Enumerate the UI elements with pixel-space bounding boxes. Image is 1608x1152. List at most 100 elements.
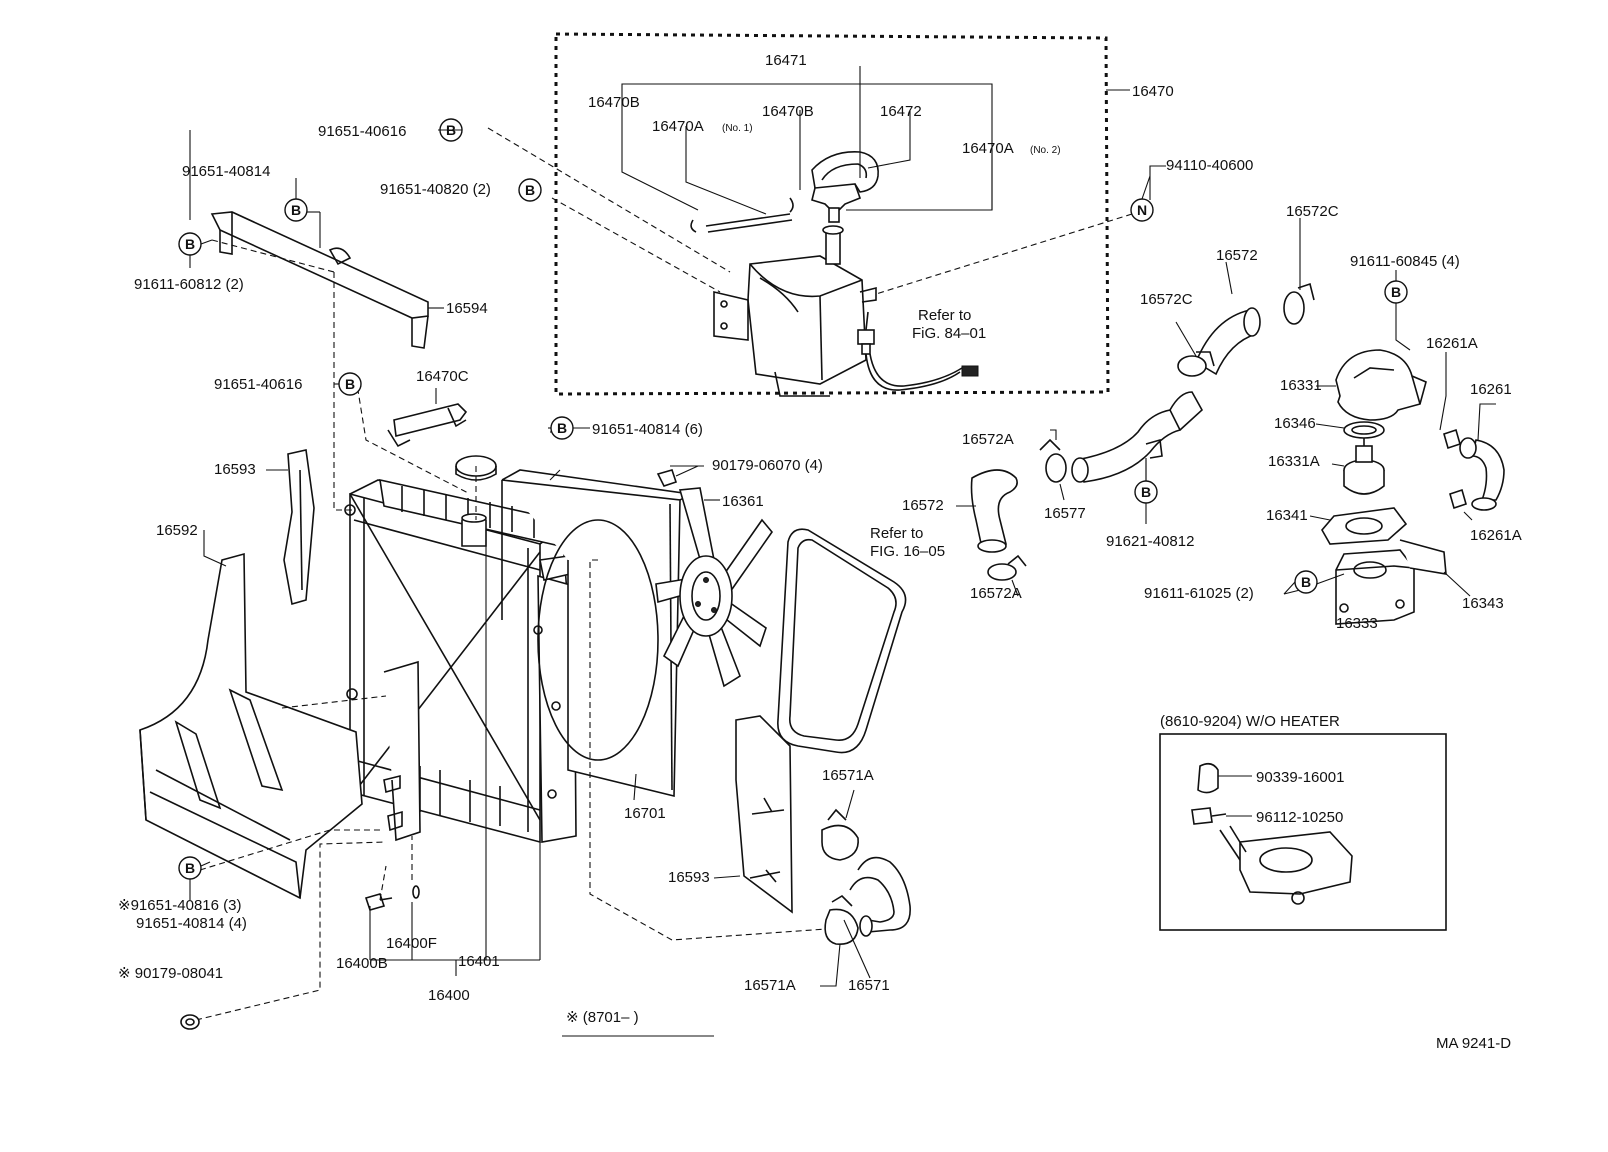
reservoir-group-frame [554, 32, 1130, 396]
label-90179-06070: 90179-06070 (4) [712, 457, 823, 474]
label-16470a-2: 16470A [962, 140, 1014, 157]
air-guide-16592 [139, 530, 363, 900]
label-refer-16-line1: Refer to [870, 525, 923, 542]
drawing-code: MA 9241-D [1436, 1035, 1511, 1052]
label-16701: 16701 [624, 805, 666, 822]
label-16571a-a: 16571A [822, 767, 874, 784]
fan-belt [777, 528, 907, 754]
label-16472: 16472 [880, 103, 922, 120]
nut-90179-08041 [180, 1014, 200, 1030]
lower-hose-16571 [820, 789, 911, 987]
marker-b-7: B [550, 416, 574, 440]
label-16470b-a: 16470B [588, 94, 640, 111]
label-16594: 16594 [446, 300, 488, 317]
drain-cock [364, 885, 420, 911]
reservoir-cap-hoses [690, 151, 879, 233]
hose-clamps [987, 282, 1315, 581]
bracket-16470c [387, 388, 468, 448]
label-91651-40814-a: 91651-40814 [182, 163, 270, 180]
label-16572c-b: 16572C [1140, 291, 1193, 308]
side-seal-16593-lower [713, 715, 793, 914]
label-16261a-b: 16261A [1470, 527, 1522, 544]
inset-title: (8610-9204) W/O HEATER [1160, 713, 1340, 730]
label-refer-16-line2: FIG. 16–05 [870, 543, 945, 560]
gasket-16341 [1309, 507, 1408, 545]
hose-leaders [1011, 218, 1301, 597]
svg-text:B: B [291, 202, 301, 218]
label-96112-10250: 96112-10250 [1256, 809, 1343, 826]
label-16331a: 16331A [1268, 453, 1320, 470]
label-16361: 16361 [722, 493, 764, 510]
label-16333: 16333 [1336, 615, 1378, 632]
marker-b-2: B [284, 198, 308, 222]
cooling-fan-16361 [655, 487, 774, 688]
svg-text:N: N [1137, 202, 1147, 218]
label-91611-60845: 91611-60845 (4) [1350, 253, 1460, 270]
reservoir-tank [713, 225, 877, 397]
label-91611-60812: 91611-60812 (2) [134, 276, 244, 293]
label-16346: 16346 [1274, 415, 1316, 432]
label-16572a-a: 16572A [962, 431, 1014, 448]
svg-text:B: B [557, 420, 567, 436]
label-91651-40816: ※91651-40816 (3) [118, 897, 242, 914]
label-16331: 16331 [1280, 377, 1322, 394]
marker-b-5: B [1384, 280, 1408, 304]
label-16571: 16571 [848, 977, 890, 994]
label-16572-a: 16572 [1216, 247, 1258, 264]
svg-text:B: B [1391, 284, 1401, 300]
label-16343: 16343 [1462, 595, 1504, 612]
marker-b-9: B [1294, 570, 1318, 594]
svg-text:B: B [525, 182, 535, 198]
part-labels: 16471 16470 16470B 16470B 16472 16470A (… [118, 52, 1522, 1052]
thermostat-16331a [1331, 438, 1385, 495]
svg-text:B: B [1301, 574, 1311, 590]
label-16261: 16261 [1470, 381, 1512, 398]
label-16470a-1: 16470A [652, 118, 704, 135]
label-16571a-b: 16571A [744, 977, 796, 994]
label-16470b-b: 16470B [762, 103, 814, 120]
label-refer-84-line2: FiG. 84–01 [912, 325, 986, 342]
side-seal-16593-upper [266, 449, 315, 606]
label-16572a-b: 16572A [970, 585, 1022, 602]
label-16400b: 16400B [336, 955, 388, 972]
label-90179-08041: ※ 90179-08041 [118, 965, 223, 982]
label-91651-40814-4: 91651-40814 (4) [136, 915, 247, 932]
label-91611-61025: 91611-61025 (2) [1144, 585, 1254, 602]
label-16470a-2-note: (No. 2) [1030, 145, 1061, 156]
water-inlet-16333 [1283, 539, 1471, 625]
inset-wo-heater [1159, 733, 1447, 931]
label-91651-40814-6: 91651-40814 (6) [592, 421, 703, 438]
radiator-core [344, 478, 577, 844]
svg-text:B: B [185, 236, 195, 252]
marker-b-6: B [338, 372, 362, 396]
level-sensor-wire [857, 311, 979, 391]
label-16572-b: 16572 [902, 497, 944, 514]
hose-16261 [1439, 352, 1505, 521]
label-16572c-a: 16572C [1286, 203, 1339, 220]
label-16593-a: 16593 [214, 461, 256, 478]
label-16470a-1-note: (No. 1) [722, 123, 753, 134]
upper-hose-16572-upper [1071, 307, 1261, 483]
marker-b-3: B [518, 178, 542, 202]
footnote-range: ※ (8701– ) [566, 1009, 639, 1026]
upper-hose-16572-lower [956, 469, 1018, 553]
label-91651-40820: 91651-40820 (2) [380, 181, 491, 198]
label-16400: 16400 [428, 987, 470, 1004]
label-16471: 16471 [765, 52, 807, 69]
reservoir-leaders [487, 66, 1166, 295]
label-91651-40616-a: 91651-40616 [318, 123, 406, 140]
label-16341: 16341 [1266, 507, 1308, 524]
label-91651-40616-b: 91651-40616 [214, 376, 302, 393]
marker-leaders [189, 129, 1397, 900]
label-16401: 16401 [458, 953, 500, 970]
label-16470c: 16470C [416, 368, 469, 385]
svg-text:B: B [1141, 484, 1151, 500]
svg-text:B: B [185, 860, 195, 876]
label-16577: 16577 [1044, 505, 1086, 522]
svg-text:B: B [345, 376, 355, 392]
radiator-leaders [189, 130, 841, 1021]
label-16593-b: 16593 [668, 869, 710, 886]
label-16470: 16470 [1132, 83, 1174, 100]
label-16261a-a: 16261A [1426, 335, 1478, 352]
